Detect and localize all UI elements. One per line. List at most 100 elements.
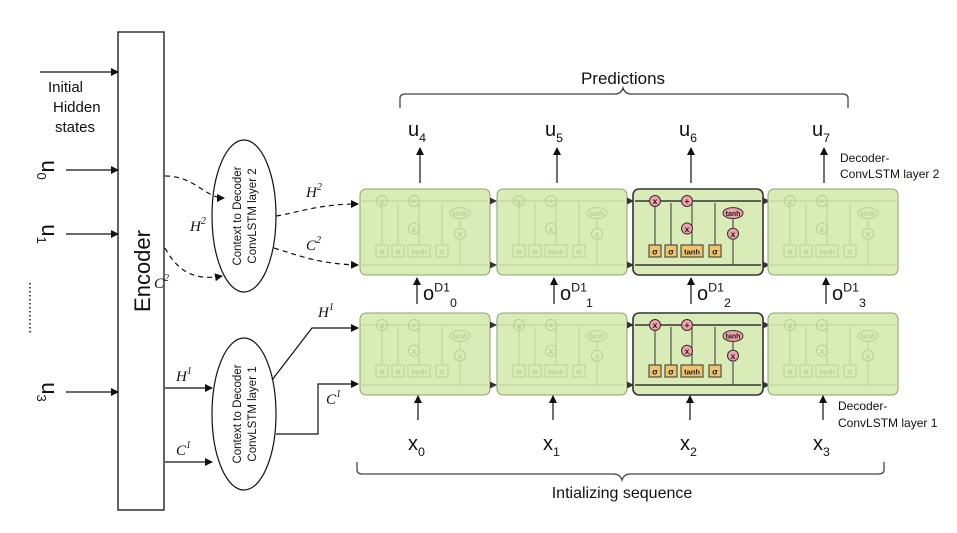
candidate-gate-label: tanh [819, 248, 835, 257]
state-add [816, 195, 828, 207]
input-multiply [681, 344, 693, 357]
forget-multiply-label: x [380, 320, 385, 330]
cell-tanh [722, 207, 744, 220]
cell-tanh-label: tanh [861, 211, 876, 218]
output-gate-label: σ [847, 367, 853, 377]
forget-gate-label: σ [379, 367, 385, 377]
cell-tanh [857, 329, 879, 342]
forget-multiply [649, 195, 661, 207]
cell-tanh [722, 329, 744, 342]
intermediate-label-2: oD12 [697, 281, 731, 311]
forget-gate-label: σ [787, 367, 793, 377]
candidate-gate [815, 244, 839, 258]
input-gate [664, 244, 678, 258]
init-input-label-1: x1 [543, 433, 560, 459]
candidate-gate-label: tanh [684, 248, 700, 257]
input-gate [799, 364, 813, 378]
forget-gate [783, 364, 797, 378]
state-add-label: + [685, 320, 690, 330]
input-multiply-label: x [412, 346, 417, 356]
candidate-gate-label: tanh [411, 368, 427, 377]
input-multiply-label: x [549, 346, 554, 356]
state-add-label: + [412, 320, 417, 330]
cell-tanh-label: tanh [726, 211, 741, 218]
prediction-label-3: u7 [812, 119, 830, 145]
context-layer2-line2: ConvLSTM layer 2 [247, 168, 259, 263]
forget-gate-label: σ [516, 247, 522, 257]
input-u3: u3 [34, 382, 62, 401]
input-multiply [816, 344, 828, 357]
context-layer1-line2: ConvLSTM layer 1 [247, 366, 259, 461]
label-h2-left: H2 [189, 216, 206, 235]
state-add-label: + [820, 196, 825, 206]
output-multiply [591, 227, 603, 240]
encoder-box [117, 31, 165, 511]
forget-gate-label: σ [787, 247, 793, 257]
output-gate-label: σ [439, 367, 445, 377]
intermediate-label-1: oD11 [560, 281, 593, 311]
input-multiply-label: x [412, 224, 417, 234]
state-add-label: + [820, 320, 825, 330]
encoder-to-context2-h [164, 175, 225, 202]
context1-to-decoder-c [276, 380, 359, 435]
input-gate-label: σ [668, 247, 674, 257]
init-input-label-3: x3 [813, 433, 830, 459]
decoder-layer2-line2: ConvLSTM layer 2 [840, 167, 940, 181]
cell-tanh-label: tanh [861, 334, 876, 341]
forget-gate [512, 244, 526, 258]
output-gate [435, 244, 449, 258]
cell-tanh [857, 207, 879, 220]
cell-tanh-label: tanh [590, 211, 605, 218]
cell-tanh [449, 207, 471, 220]
input-multiply [545, 222, 557, 235]
context-layer1-ellipse [211, 337, 277, 491]
input-multiply [545, 344, 557, 357]
state-add [545, 195, 557, 207]
context-layer2-ellipse [211, 139, 277, 293]
output-multiply-label: x [595, 229, 600, 239]
prediction-label-0: u4 [408, 119, 426, 145]
input-u1: u1 [34, 224, 62, 243]
state-add [816, 319, 828, 331]
initial-hidden-line3: states [55, 119, 95, 136]
input-gate [391, 364, 405, 378]
input-gate [528, 364, 542, 378]
state-add [545, 319, 557, 331]
output-multiply [454, 349, 466, 362]
cell-tanh-label: tanh [453, 334, 468, 341]
intermediate-label-0: oD10 [423, 281, 457, 311]
context1-to-decoder-h [271, 324, 359, 381]
input-multiply [681, 222, 693, 235]
label-c2-left: C2 [154, 273, 169, 292]
state-add [681, 319, 693, 331]
input-gate-label: σ [803, 367, 809, 377]
init-sequence-brace [356, 462, 885, 483]
input-multiply [408, 222, 420, 235]
label-c1-left: C1 [176, 440, 191, 459]
forget-multiply-label: x [653, 196, 658, 206]
forget-gate-label: σ [379, 247, 385, 257]
forget-gate-label: σ [652, 367, 658, 377]
state-add-label: + [549, 320, 554, 330]
label-c1-right: C1 [326, 389, 341, 408]
output-gate [843, 244, 857, 258]
state-add [681, 195, 693, 207]
cell-tanh [449, 329, 471, 342]
forget-gate [375, 364, 389, 378]
output-gate-label: σ [576, 247, 582, 257]
input-gate-label: σ [532, 247, 538, 257]
svg-text:u0: u0 [34, 160, 62, 179]
input-gate [799, 244, 813, 258]
decoder-layer1-line2: ConvLSTM layer 1 [838, 416, 938, 430]
input-gate-label: σ [395, 247, 401, 257]
forget-multiply-label: x [788, 196, 793, 206]
prediction-label-2: u6 [679, 119, 697, 145]
output-gate [572, 244, 586, 258]
